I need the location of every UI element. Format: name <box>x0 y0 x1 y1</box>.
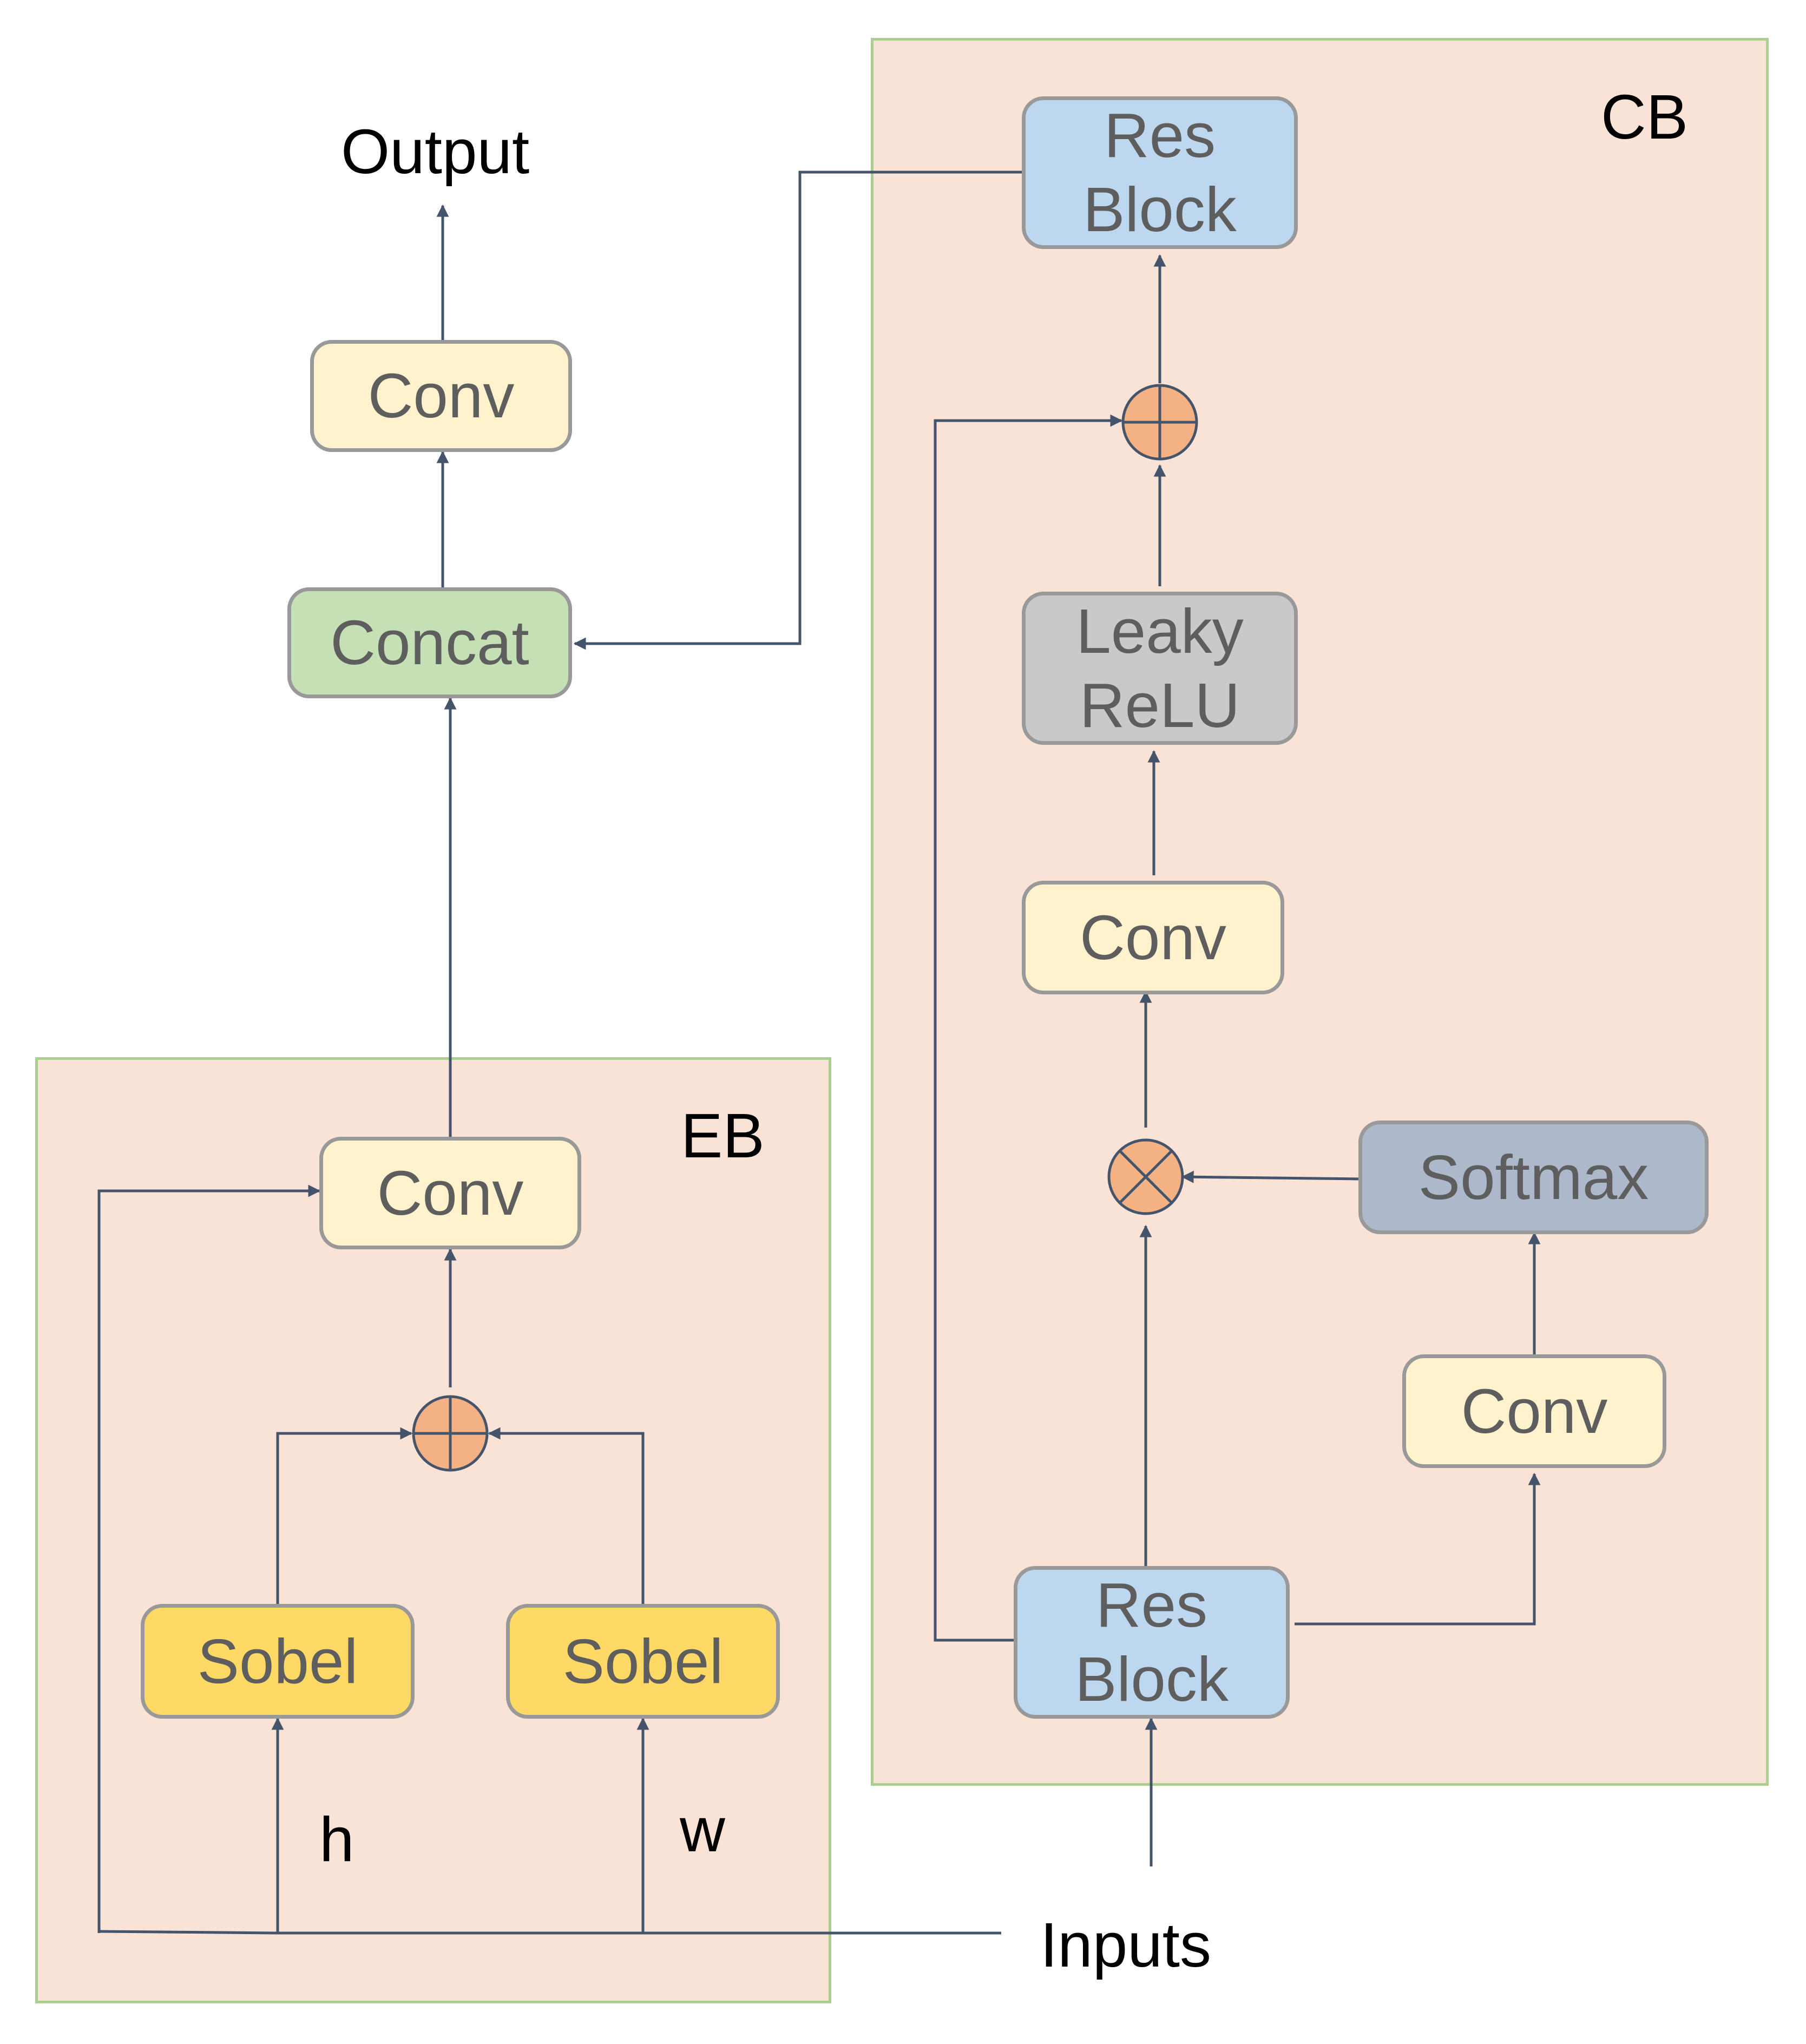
res-block-top-to-concat-arrow <box>573 171 1026 650</box>
sobel-h-to-plus-arrow <box>276 1427 413 1607</box>
output-label: Output <box>341 116 530 187</box>
cb-res-block-top-node: Res Block <box>1022 96 1298 249</box>
leaky-relu-node: Leaky ReLU <box>1022 592 1298 745</box>
sobel-w-to-plus-arrow <box>488 1427 645 1607</box>
skip-to-plus-arrow <box>934 414 1123 1642</box>
cb-conv-mid-node: Conv <box>1022 881 1284 994</box>
skip-to-eb-conv-arrow <box>97 1184 321 1933</box>
cb-block-panel <box>871 38 1769 1786</box>
sobel-h-node: Sobel <box>141 1604 415 1719</box>
w-label: w <box>680 1794 725 1865</box>
plus-operator-icon <box>1121 384 1198 461</box>
eb-block-label: EB <box>681 1100 765 1171</box>
inputs-line <box>98 1930 1001 1935</box>
cb-conv-right-node: Conv <box>1402 1354 1666 1468</box>
concat-node: Concat <box>287 587 572 698</box>
sobel-w-node: Sobel <box>506 1604 780 1719</box>
cb-block-label: CB <box>1601 82 1689 152</box>
inputs-label: Inputs <box>1040 1910 1211 1980</box>
eb-conv-node: Conv <box>319 1137 581 1249</box>
softmax-to-multiply-arrow <box>1181 1170 1363 1183</box>
multiply-operator-icon <box>1107 1138 1184 1215</box>
conv-top-node: Conv <box>310 340 572 452</box>
cb-res-block-bottom-node: Res Block <box>1014 1566 1290 1719</box>
h-label: h <box>319 1804 354 1875</box>
plus-operator-icon <box>412 1395 489 1472</box>
res-block-to-conv-right-arrow <box>1295 1472 1541 1626</box>
softmax-node: Softmax <box>1358 1121 1709 1234</box>
